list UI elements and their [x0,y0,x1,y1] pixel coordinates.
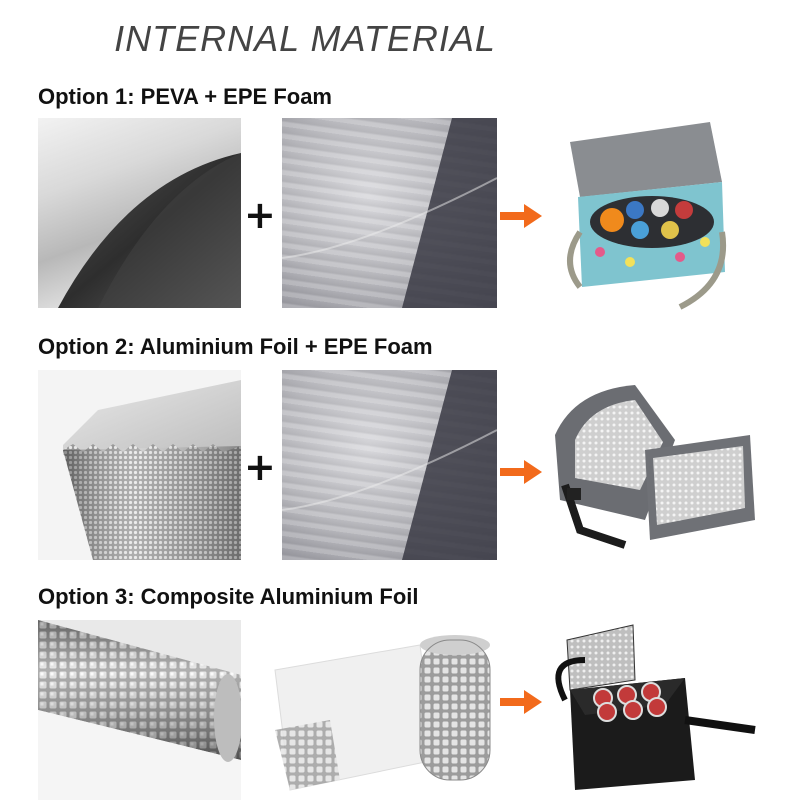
epe-foam-graphic-2 [282,370,497,560]
cooler-bag-option-1-image [560,112,730,312]
epe-foam-graphic [282,118,497,308]
composite-foil-unrolled-image [270,630,500,795]
epe-foam-image [282,118,497,308]
arrow-right-icon-2 [500,460,542,484]
composite-foil-roll-graphic [38,620,241,800]
composite-foil-roll-image [38,620,241,800]
epe-foam-image-2 [282,370,497,560]
plus-sign-2: + [244,445,276,489]
peva-sheet-graphic [58,153,241,308]
cooler-bag-black-graphic [555,624,756,790]
arrow-right-icon-3 [500,690,542,714]
cooler-bag-grey-graphic [555,385,755,549]
aluminium-foil-graphic [63,380,241,560]
option-1-label: Option 1: PEVA + EPE Foam [38,84,332,109]
cooler-bag-floral-graphic [567,122,727,310]
cooler-bag-option-2-image [545,380,760,550]
composite-foil-unrolled-graphic [270,630,500,795]
plus-sign-1: + [244,193,276,237]
option-3-label: Option 3: Composite Aluminium Foil [38,584,419,609]
arrow-right-icon-1 [500,204,542,228]
cooler-bag-option-3-image [545,620,760,795]
option-2-label: Option 2: Aluminium Foil + EPE Foam [38,334,433,359]
page-title: INTERNAL MATERIAL [114,18,496,59]
aluminium-foil-image [38,370,241,560]
peva-material-image [38,118,241,308]
